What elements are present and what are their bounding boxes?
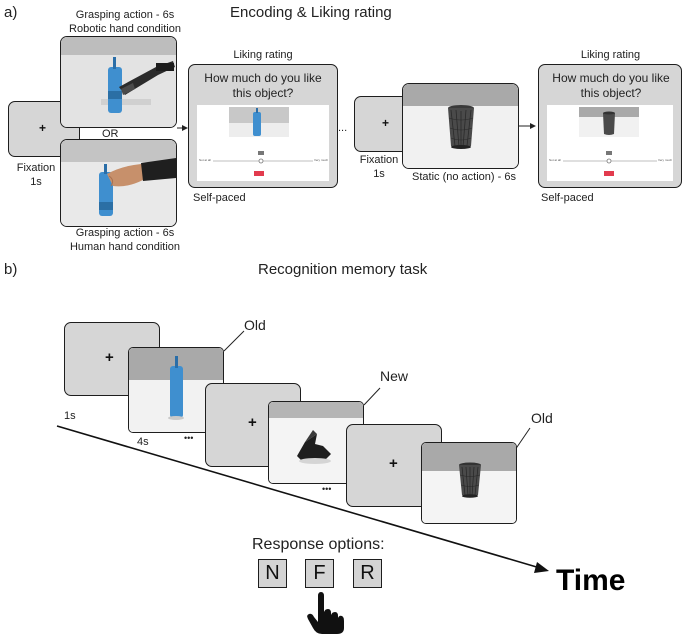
label-old-1: Old (244, 317, 266, 333)
fixation-cross: + (39, 121, 47, 135)
liking-screen-2: How much do you like this object? Not at… (538, 64, 682, 188)
rating-widget-2 (563, 107, 657, 176)
robot-grasp-photo (60, 36, 177, 128)
human-grasp-photo (60, 139, 177, 227)
panel-a-arrows (177, 123, 536, 131)
fixation-label-2: Fixation (359, 154, 399, 166)
liking-screen-1: How much do you like this object? Not at… (188, 64, 338, 188)
time-arrow-line (56, 425, 541, 569)
static-label: Static (no action) - 6s (412, 171, 516, 183)
panel-b-label: b) (4, 261, 18, 278)
panel-a-label: a) (4, 4, 18, 21)
ellipsis-a: ... (338, 122, 348, 134)
static-basket-photo (402, 83, 519, 169)
human-grasp-image (61, 140, 176, 226)
static-basket-image (403, 84, 518, 168)
dots-1: ••• (184, 433, 194, 443)
dots-2: ••• (322, 484, 332, 494)
liking-question-2: How much do you like this object? (552, 71, 670, 100)
robot-label-line1: Grasping action - 6s (75, 9, 175, 21)
time-arrow-head (534, 562, 549, 573)
panel-b-title: Recognition memory task (258, 261, 428, 278)
fixation-duration-2: 1s (373, 168, 385, 180)
fixation-duration: 1s (30, 176, 42, 188)
human-label-line1: Grasping action - 6s (75, 227, 175, 239)
response-title: Response options: (252, 536, 385, 553)
recog-cross-2: + (248, 414, 257, 431)
time-label: Time (556, 564, 626, 597)
new-callout-line (363, 387, 381, 406)
scale-right-1: Very much (314, 158, 329, 162)
panel-a-title: Encoding & Liking rating (230, 4, 392, 21)
duration-fix: 1s (64, 410, 76, 422)
recog-basket-photo (421, 442, 517, 524)
old-callout-line-2 (514, 427, 531, 451)
scale-right-2: Very much (658, 158, 673, 162)
recog-cross-1: + (105, 349, 114, 366)
human-label-line2: Human hand condition (69, 241, 181, 253)
label-new: New (380, 368, 409, 384)
liking-title-1: Liking rating (233, 49, 293, 61)
duration-img: 4s (137, 436, 149, 448)
scale-left-2: Not at all (549, 158, 561, 162)
recog-basket-image (422, 443, 516, 523)
self-paced-1: Self-paced (193, 192, 246, 204)
or-label: OR (102, 128, 119, 140)
key-f[interactable]: F (305, 559, 334, 588)
robot-label-line2: Robotic hand condition (69, 23, 181, 35)
label-old-2: Old (531, 410, 553, 426)
fixation-label: Fixation (16, 162, 56, 174)
robot-grasp-image (61, 37, 176, 127)
liking-question-1: How much do you like this object? (204, 71, 322, 100)
key-n[interactable]: N (258, 559, 287, 588)
key-r[interactable]: R (353, 559, 382, 588)
old-callout-line-1 (223, 330, 245, 352)
scale-left-1: Not at all (199, 158, 211, 162)
rating-widget-1 (213, 107, 313, 176)
recog-cross-3: + (389, 455, 398, 472)
rating-panel-2: Not at all Very much (547, 105, 673, 181)
rating-panel-1: Not at all Very much (197, 105, 329, 181)
liking-title-2: Liking rating (580, 49, 641, 61)
fixation-cross-2: + (382, 116, 390, 130)
self-paced-2: Self-paced (541, 192, 594, 204)
